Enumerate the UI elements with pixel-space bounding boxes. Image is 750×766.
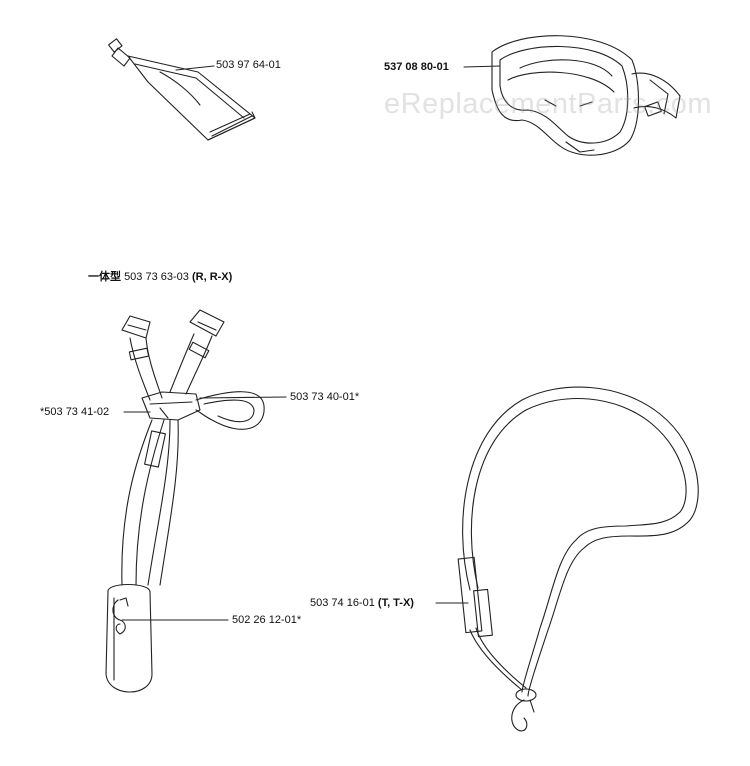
grease-tube-leader (176, 66, 214, 70)
label-harness-hook[interactable]: 502 26 12-01* (232, 614, 302, 626)
harness-pad-leader (200, 397, 286, 398)
goggles-drawing (492, 36, 680, 156)
label-goggles[interactable]: 537 08 80-01 (384, 61, 449, 73)
harness-title-suffix: (R, R-X) (191, 271, 233, 283)
label-harness-buckle[interactable]: *503 73 41-02 (40, 406, 110, 418)
watermark-text: eReplacementParts.com (384, 88, 713, 120)
shoulder-strap-drawing (458, 387, 698, 731)
label-harness-pad[interactable]: 503 73 40-01* (290, 391, 360, 403)
label-grease-tube[interactable]: 503 97 64-01 (216, 59, 281, 71)
shoulder-strap-suffix: (T, T-X) (377, 597, 414, 609)
grease-tube-drawing (109, 39, 255, 140)
harness-title-number: 503 73 63-03 (124, 271, 189, 283)
harness-drawing (106, 310, 264, 692)
label-harness-title[interactable]: 一体型 503 73 63-03 (R, R-X) (88, 271, 232, 284)
harness-title-prefix: 一体型 (88, 271, 121, 283)
label-shoulder-strap[interactable]: 503 74 16-01 (T, T-X) (310, 597, 414, 610)
shoulder-strap-number: 503 74 16-01 (310, 597, 375, 609)
goggles-leader (464, 66, 500, 67)
